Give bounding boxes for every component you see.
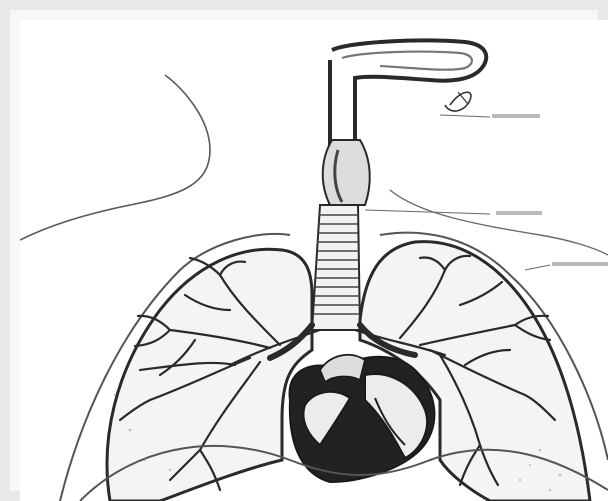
label-trachea-mark xyxy=(496,211,542,215)
respiratory-system-diagram xyxy=(20,20,608,501)
larynx xyxy=(323,140,370,205)
diagram-canvas xyxy=(20,20,608,501)
label-nasal-mark xyxy=(492,114,540,118)
trachea xyxy=(312,205,360,330)
label-lung-mark xyxy=(552,262,608,266)
